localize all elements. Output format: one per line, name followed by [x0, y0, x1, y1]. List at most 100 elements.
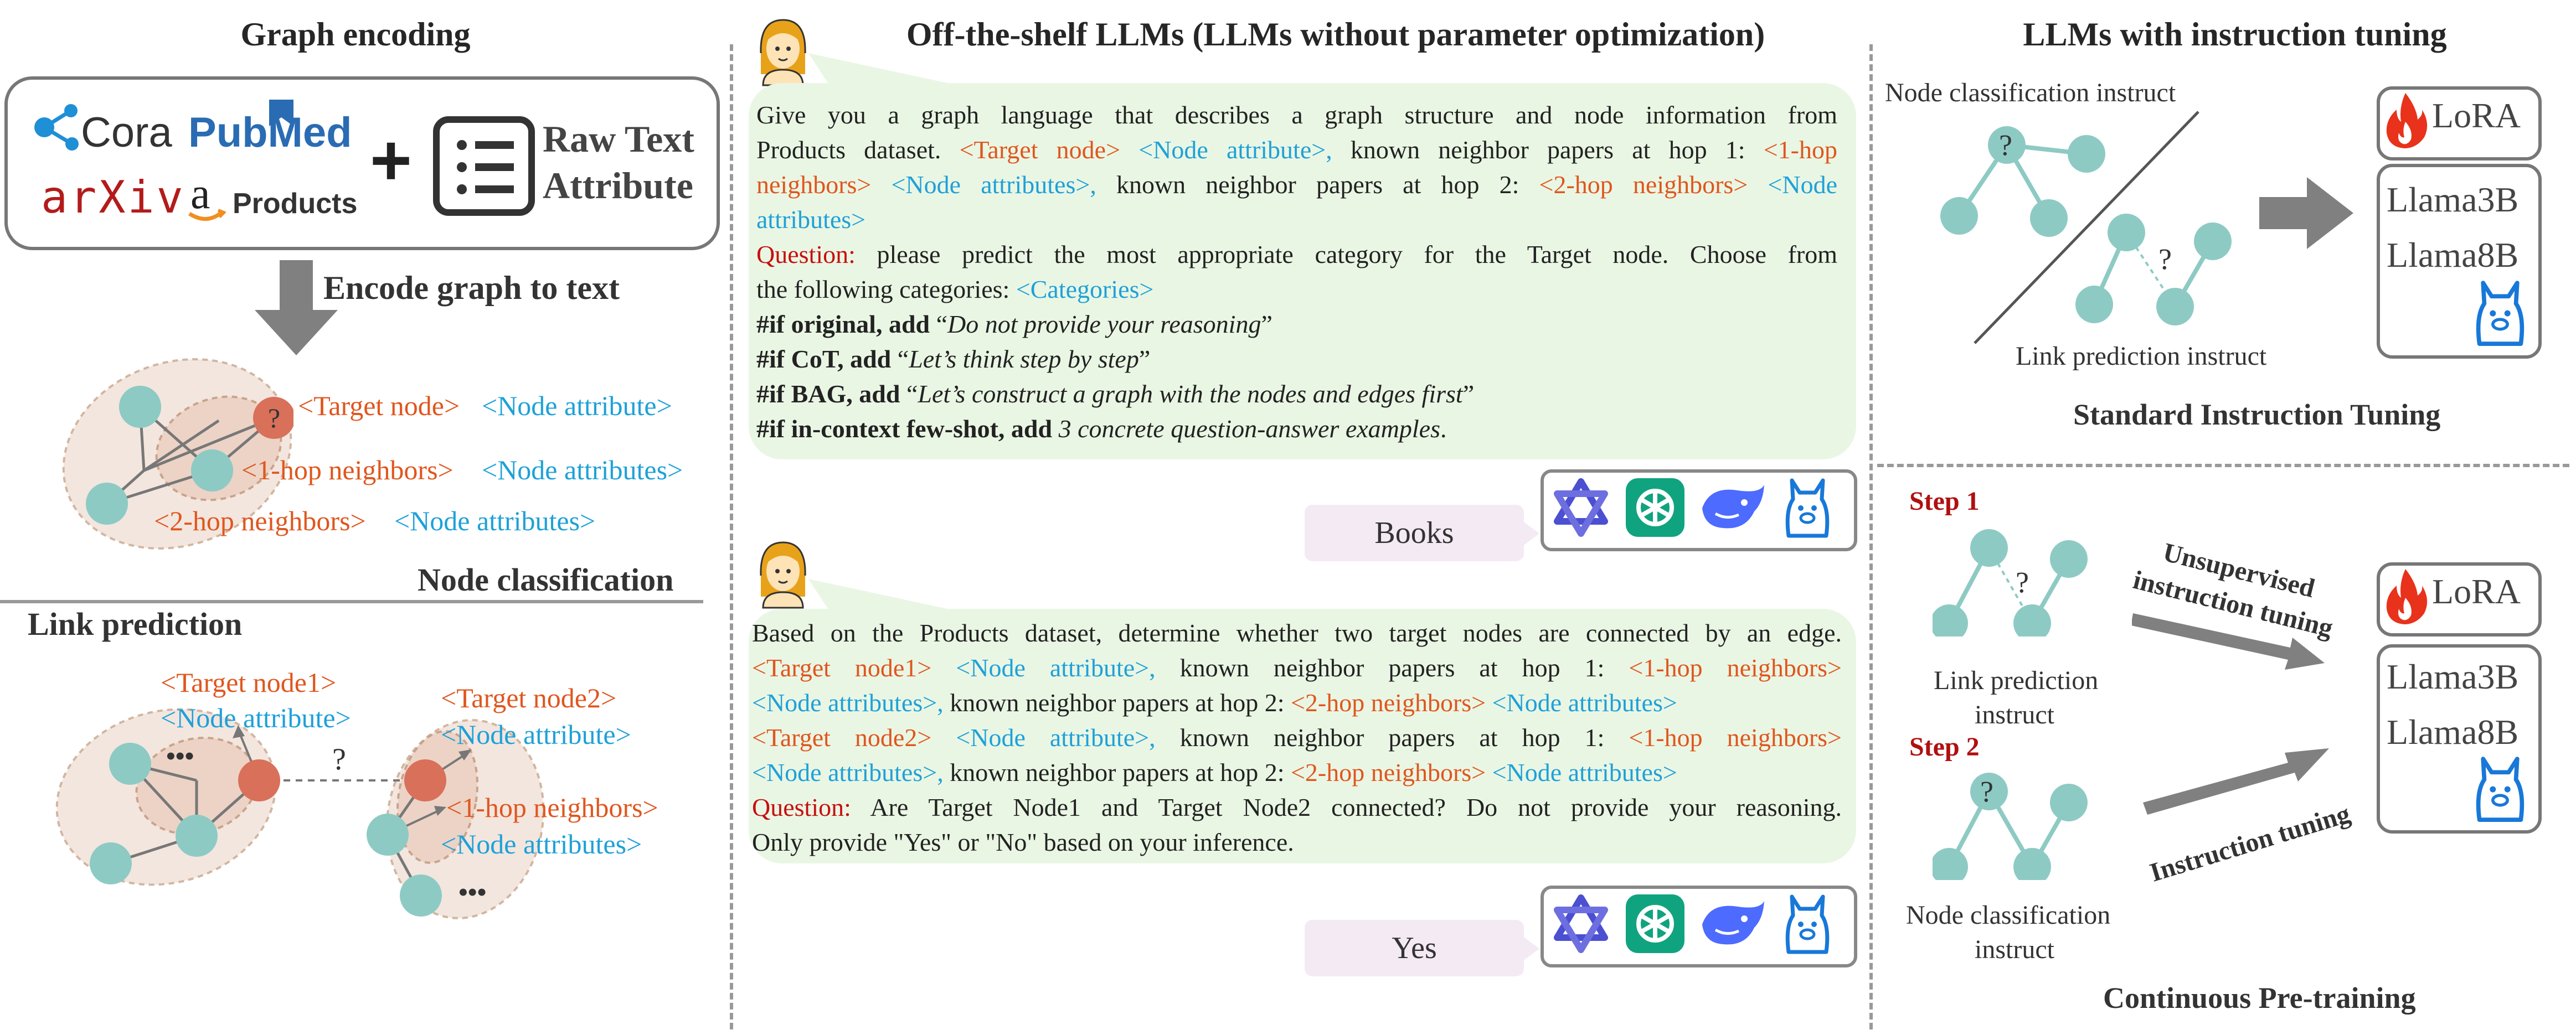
llama3b-label-2: Llama3B — [2387, 657, 2519, 696]
prompt2-line5: <Node attributes>, known neighbor papers… — [752, 758, 1677, 786]
standard-arrow-icon — [2259, 177, 2353, 249]
user-avatar-icon — [760, 19, 806, 86]
unsup-arrow-icon — [2132, 613, 2325, 670]
attribute-label: Attribute — [543, 164, 693, 206]
answer2-text: Yes — [1392, 931, 1437, 965]
deepseek-icon — [1702, 901, 1764, 945]
lp-attr1-label: <Node attribute> — [161, 702, 351, 733]
lp-graph: ••• ••• ? — [55, 708, 545, 919]
arxiv-logo-icon: arXiv — [41, 172, 186, 223]
step1-graph: ? — [1933, 529, 2088, 636]
raw-text-label: Raw Text — [543, 118, 694, 160]
prompt1-line6: the following categories: <Categories> — [756, 275, 1154, 303]
llama-icon — [1785, 478, 1830, 538]
fire-icon-2 — [2386, 569, 2428, 624]
lp-attr2-label: <Node attribute> — [441, 719, 631, 750]
prompt1-line4: attributes> — [756, 205, 866, 234]
prompt2-line2: <Target node1> <Node attribute>, known n… — [752, 654, 1842, 682]
divider-right — [1869, 44, 1873, 1029]
answer1-box: Books — [1305, 505, 1524, 561]
pubmed-bookmark-icon — [269, 100, 293, 126]
off-the-shelf-title: Off-the-shelf LLMs (LLMs without paramet… — [906, 16, 1765, 53]
std-question-2: ? — [2158, 242, 2172, 276]
products-label: Products — [233, 188, 358, 220]
step2-question: ? — [1980, 775, 1993, 808]
lp-hop1-attr-label: <Node attributes> — [441, 829, 642, 860]
nc-instruct-line2: instruct — [1975, 935, 2054, 964]
step2-graph: ? — [1933, 773, 2088, 880]
divider-left — [730, 44, 733, 1029]
prompt2-bubble — [749, 609, 1856, 863]
answer1-tail — [1517, 517, 1539, 550]
prompt1-line8: #if CoT, add “Let’s think step by step” — [756, 345, 1151, 373]
node-classification-title: Node classification — [418, 562, 674, 598]
lp-instruct-line1: Link prediction — [1934, 666, 2099, 695]
prompt1-line9: #if BAG, add “Let’s construct a graph wi… — [756, 380, 1475, 408]
prompt1-bubble — [749, 83, 1856, 459]
dataset-box — [4, 76, 720, 250]
amazon-logo-icon: a — [188, 175, 226, 221]
lp-hop1-label: <1-hop neighbors> — [446, 792, 658, 823]
svg-text:a: a — [190, 175, 210, 218]
pubmed-pub: Pub — [188, 109, 268, 156]
lp-ellipse-1: ••• — [166, 742, 194, 771]
prompt2-line4: <Target node2> <Node attribute>, known n… — [752, 723, 1842, 752]
standard-tuning-graphs: ? ? — [1940, 111, 2232, 344]
chatgpt-icon — [1626, 478, 1684, 537]
continuous-pretraining-label: Continuous Pre-training — [2103, 981, 2416, 1015]
llama-icon — [1785, 894, 1830, 954]
llama-icon — [2476, 281, 2525, 346]
llama8b-label-2: Llama8B — [2387, 712, 2519, 752]
nc-hop1-attr-label: <Node attributes> — [482, 454, 683, 485]
step1-question: ? — [2016, 566, 2029, 599]
prompt1-line10: #if in-context few-shot, add 3 concrete … — [756, 415, 1447, 443]
answer1-text: Books — [1374, 516, 1454, 550]
fire-icon — [2386, 93, 2428, 148]
step2-label: Step 2 — [1909, 732, 1980, 762]
nc-target-question: ? — [268, 402, 280, 433]
answer2-box: Yes — [1305, 920, 1524, 976]
nc-hop2-label: <2-hop neighbors> — [154, 505, 366, 536]
gemini-icon — [1554, 894, 1608, 953]
nc-instruct-label: Node classification instruct — [1885, 78, 2176, 107]
prompt1-text: Give you a graph language that describes… — [756, 97, 1837, 446]
standard-tuning-label: Standard Instruction Tuning — [2073, 398, 2441, 431]
encode-label: Encode graph to text — [323, 270, 620, 306]
nc-instruct-line1: Node classification — [1906, 901, 2111, 930]
lora-label-1: LoRA — [2432, 96, 2521, 135]
lp-target2-label: <Target node2> — [441, 682, 617, 713]
prompt2-line1: Based on the Products dataset, determine… — [752, 619, 1842, 647]
graph-encoding-title: Graph encoding — [240, 16, 471, 53]
lp-target1-label: <Target node1> — [161, 667, 337, 698]
llm-icons-row-1 — [1550, 477, 1849, 538]
llm-icons-row-2 — [1550, 893, 1849, 954]
llama3b-label-1: Llama3B — [2387, 180, 2519, 219]
nc-node-attribute-label: <Node attribute> — [482, 390, 672, 421]
cora-label: Cora — [81, 109, 172, 156]
prompt2-line6: Question: Are Target Node1 and Target No… — [752, 793, 1842, 821]
user-avatar-icon-2 — [760, 541, 806, 609]
list-icon — [433, 116, 535, 216]
instruction-tuning-title: LLMs with instruction tuning — [2023, 16, 2447, 53]
prompt2-line7: Only provide "Yes" or "No" based on your… — [752, 828, 1294, 856]
nc-hop1-label: <1-hop neighbors> — [241, 454, 454, 485]
inst-arrow-icon — [2143, 748, 2329, 815]
lp-instruct-line2: instruct — [1975, 700, 2054, 729]
chatgpt-icon — [1626, 894, 1684, 953]
nc-graph: ? — [62, 358, 293, 550]
encode-arrow-icon — [255, 260, 338, 355]
prompt1-line7: #if original, add “Do not provide your r… — [756, 310, 1272, 338]
std-question-1: ? — [1999, 128, 2012, 162]
lora-label-2: LoRA — [2432, 572, 2521, 611]
prompt2-line3: <Node attributes>, known neighbor papers… — [752, 689, 1677, 717]
divider-right-horizontal — [1877, 464, 2569, 467]
prompt1-line1: Give you a graph language that describes… — [756, 101, 1837, 129]
answer2-tail — [1517, 932, 1539, 965]
lp-instruct-label: Link prediction instruct — [2016, 341, 2267, 371]
nc-hop2-attr-label: <Node attributes> — [394, 505, 596, 536]
prompt1-line5: Question: please predict the most approp… — [756, 240, 1837, 268]
cora-logo-icon — [34, 104, 79, 151]
lp-ellipse-2: ••• — [458, 878, 486, 907]
step1-label: Step 1 — [1909, 487, 1980, 516]
